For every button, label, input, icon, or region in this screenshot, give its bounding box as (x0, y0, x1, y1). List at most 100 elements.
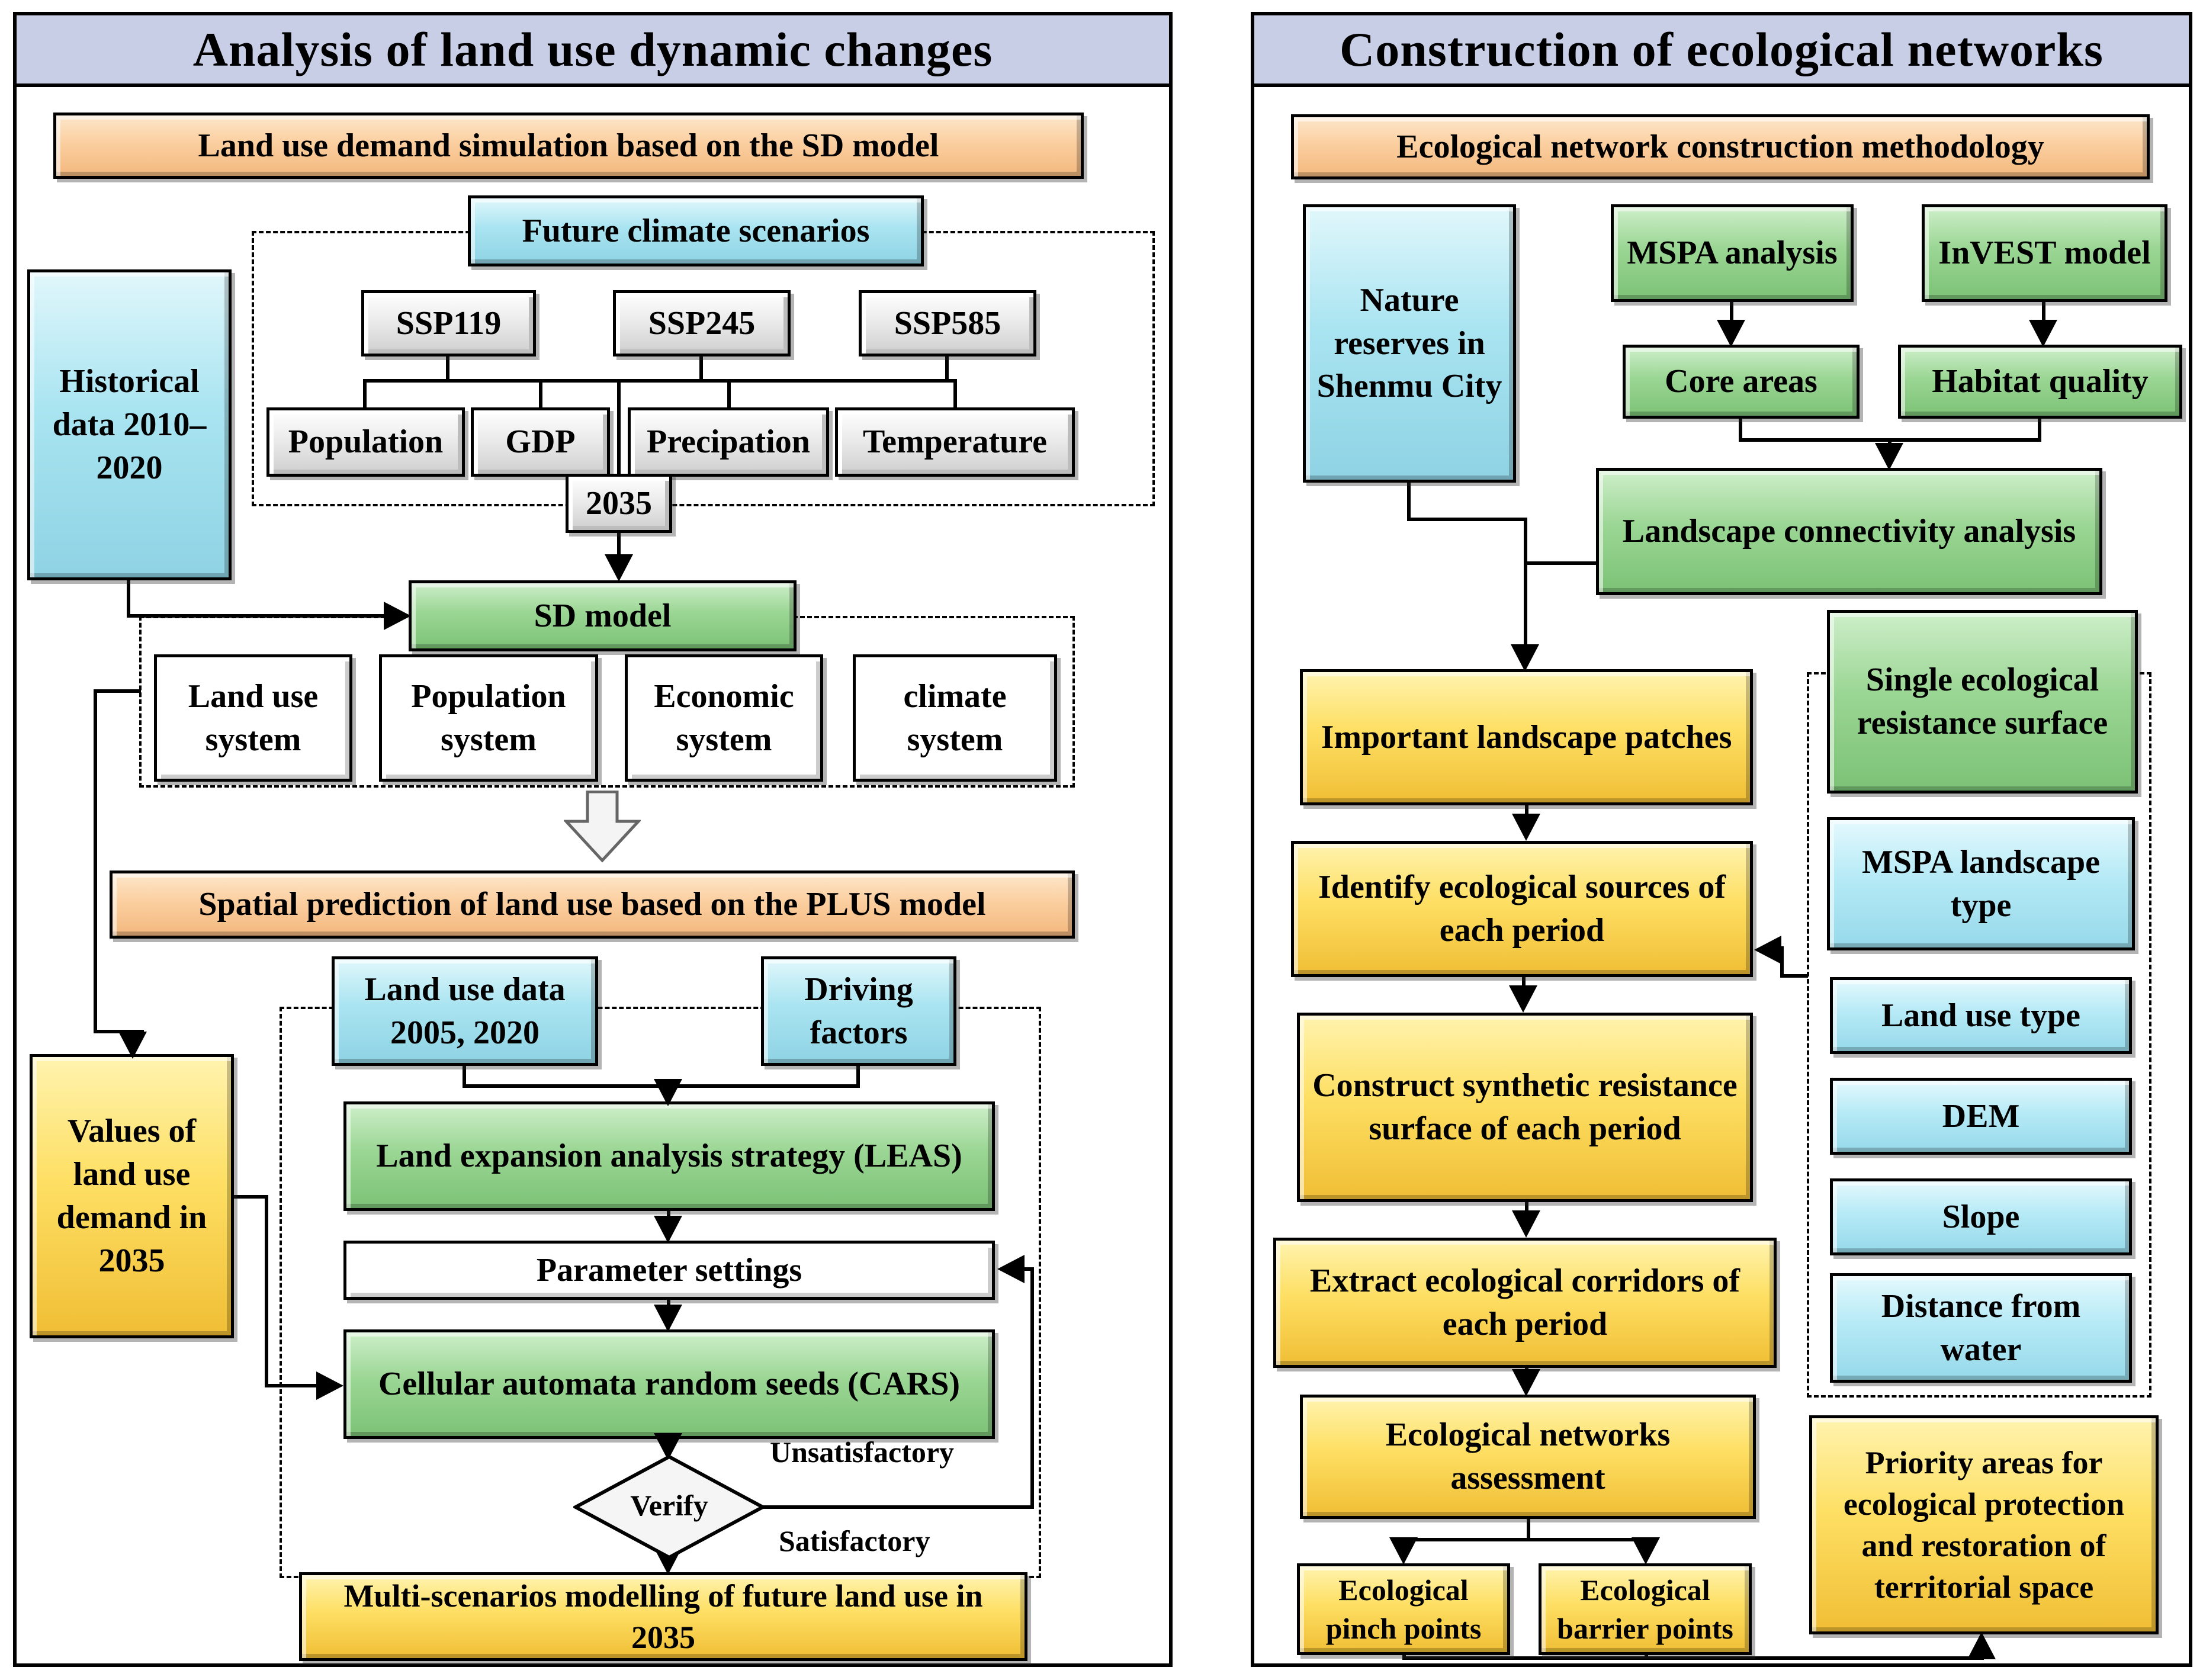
population-box: Population (266, 407, 465, 477)
connector (2038, 419, 2041, 441)
connector-resistance (1780, 946, 1784, 977)
connector-historical (127, 614, 386, 618)
connector (945, 355, 949, 381)
climate-system-box: climate system (853, 654, 1057, 782)
connector-values (234, 1195, 268, 1199)
priority-areas-box: Priority areas for ecological protection… (1809, 1415, 2159, 1634)
gdp-box: GDP (471, 407, 610, 477)
left-panel-title: Analysis of land use dynamic changes (13, 12, 1173, 87)
arrowhead-down-icon (1512, 814, 1540, 841)
connector-landscape (1524, 561, 1597, 565)
construct-resistance-box: Construct synthetic resistance surface o… (1297, 1013, 1753, 1202)
values-demand-box: Values of land use demand in 2035 (30, 1054, 234, 1338)
arrowhead-down-icon (1717, 320, 1745, 347)
arrowhead-down-icon (1511, 644, 1539, 672)
connector-resistance (1780, 974, 1808, 978)
connector-feedback (1023, 1267, 1034, 1271)
historical-data-box: Historical data 2010–2020 (27, 269, 232, 580)
unsatisfactory-label: Unsatisfactory (770, 1435, 955, 1469)
cars-box: Cellular automata random seeds (CARS) (343, 1329, 995, 1439)
right-panel-title: Construction of ecological networks (1251, 12, 2192, 87)
ssp245-box: SSP245 (613, 290, 791, 356)
sd-demand-header: Land use demand simulation based on the … (53, 113, 1084, 179)
connector-nature (1407, 483, 1411, 521)
connector (727, 379, 731, 407)
connector (539, 379, 542, 407)
land-use-type-box: Land use type (1830, 977, 2132, 1054)
verify-diamond (573, 1454, 765, 1560)
precipation-box: Precipation (628, 407, 829, 477)
arrowhead-right-icon (384, 602, 411, 630)
nature-reserves-box: Nature reserves in Shenmu City (1303, 204, 1516, 483)
connector (363, 379, 367, 407)
arrowhead-left-icon (1754, 936, 1781, 964)
connector (1525, 1202, 1528, 1214)
sd-model-box: SD model (409, 580, 797, 651)
multi-scenarios-box: Multi-scenarios modelling of future land… (299, 1572, 1027, 1661)
connector-values (265, 1195, 268, 1387)
arrowhead-down-icon (2029, 320, 2057, 347)
single-resistance-box: Single ecological resistance surface (1827, 610, 2138, 794)
connector (2042, 302, 2045, 325)
distance-from-water-box: Distance from water (1830, 1273, 2132, 1383)
connector-feedback (1030, 1267, 1034, 1509)
arrowhead-down-icon (1875, 443, 1903, 470)
year-2035-box: 2035 (566, 474, 672, 533)
connector (617, 533, 621, 558)
arrowhead-down-icon (118, 1032, 147, 1059)
hollow-down-arrow-icon (564, 791, 641, 863)
connector (1739, 419, 1742, 441)
future-climate-box: Future climate scenarios (468, 195, 924, 266)
arrowhead-right-icon (316, 1371, 343, 1400)
arrowhead-down-icon (605, 554, 633, 582)
arrowhead-down-icon (654, 1079, 682, 1106)
connector-priority (1402, 1656, 1984, 1660)
economic-system-box: Economic system (625, 654, 823, 782)
connector-nature (1524, 518, 1527, 647)
connector-demand (94, 689, 97, 1033)
satisfactory-label: Satisfactory (779, 1524, 930, 1557)
connector (953, 379, 957, 407)
temperature-box: Temperature (835, 407, 1075, 477)
slope-box: Slope (1830, 1178, 2132, 1255)
arrowhead-down-icon (654, 1305, 682, 1332)
landscape-connectivity-box: Landscape connectivity analysis (1596, 468, 2102, 595)
population-system-box: Population system (379, 654, 598, 782)
invest-model-box: InVEST model (1922, 204, 2167, 302)
arrowhead-down-icon (1632, 1537, 1660, 1565)
connector (1401, 1538, 1648, 1541)
arrowhead-down-icon (1512, 1369, 1540, 1396)
network-assessment-box: Ecological networks assessment (1300, 1395, 1756, 1519)
connector-values (265, 1384, 320, 1387)
verify-label: Verify (630, 1489, 708, 1522)
pinch-points-box: Ecological pinch points (1297, 1563, 1510, 1655)
connector-2035 (617, 379, 621, 475)
connector (1730, 302, 1733, 325)
important-patches-box: Important landscape patches (1300, 669, 1753, 805)
connector (1525, 805, 1528, 817)
driving-factors-box: Driving factors (761, 956, 956, 1066)
connector-feedback (757, 1505, 1034, 1509)
arrowhead-down-icon (1389, 1537, 1418, 1565)
methodology-header: Ecological network construction methodol… (1291, 114, 2150, 179)
core-areas-box: Core areas (1623, 345, 1860, 419)
habitat-quality-box: Habitat quality (1898, 345, 2182, 419)
mspa-landscape-type-box: MSPA landscape type (1827, 817, 2135, 950)
connector (463, 1066, 466, 1087)
connector-historical (127, 580, 130, 617)
plus-prediction-header: Spatial prediction of land use based on … (110, 870, 1075, 939)
land-use-system-box: Land use system (154, 654, 352, 782)
mspa-analysis-box: MSPA analysis (1611, 204, 1854, 302)
arrowhead-down-icon (654, 1216, 682, 1243)
parameter-settings-box: Parameter settings (343, 1241, 995, 1300)
ssp119-box: SSP119 (361, 290, 536, 356)
barrier-points-box: Ecological barrier points (1539, 1563, 1752, 1655)
arrowhead-down-icon (1509, 985, 1537, 1013)
connector (699, 355, 703, 381)
arrowhead-down-icon (1512, 1210, 1540, 1238)
arrowhead-left-icon (997, 1255, 1025, 1283)
connector (1888, 438, 1892, 446)
connector (1527, 1519, 1530, 1541)
land-use-data-box: Land use data 2005, 2020 (332, 956, 598, 1066)
